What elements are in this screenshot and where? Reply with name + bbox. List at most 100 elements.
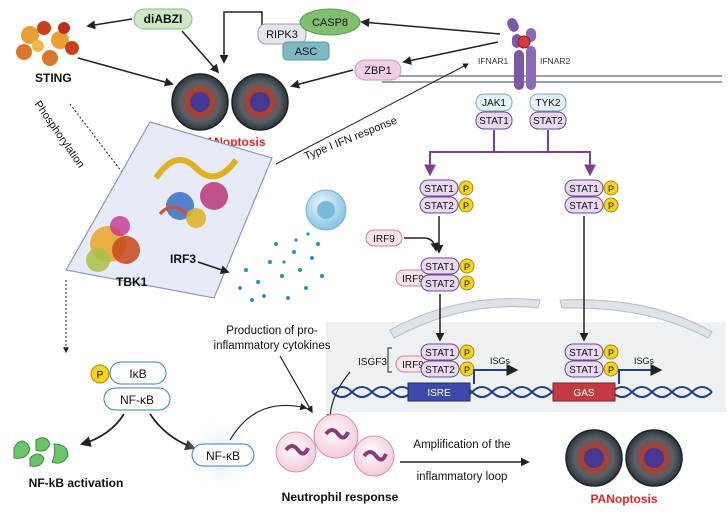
nfkb-complex-box	[103, 387, 171, 411]
stat1-receptor-label: STAT1	[479, 116, 509, 127]
irf9-free-label: IRF9	[373, 234, 395, 245]
irf3-protein-icon	[153, 157, 239, 228]
ifnar1-receptor	[507, 18, 524, 90]
arrow-diabzi-panoptosis	[181, 30, 220, 74]
phospho-badge	[603, 197, 619, 213]
asc-label: ASC	[295, 46, 318, 58]
isgf3-bracket	[387, 347, 392, 373]
phospho-label: P	[464, 348, 470, 358]
ikb-phospho-label: P	[97, 370, 104, 381]
casp8-label: CASP8	[312, 17, 348, 29]
cytokines-label-line2: inflammatory cytokines	[214, 340, 331, 352]
nfkb-free-label: NF-κB	[206, 449, 240, 463]
stat2-dimer-left	[419, 196, 459, 214]
amplification-label-line1: Amplification of the	[413, 439, 510, 451]
nanoparticle-icon	[565, 429, 683, 487]
ikb-label: IκB	[129, 367, 146, 381]
stat2-complex-mid-label: STAT2	[425, 279, 455, 290]
stat1-complex-mid-label: STAT1	[425, 262, 455, 273]
stat1-dimer-right-a-label: STAT1	[569, 184, 599, 195]
stat1-dimer-right-b	[564, 196, 604, 214]
cytokines-label-line1: Production of pro-	[226, 325, 318, 337]
nuclear-envelope-left	[389, 298, 541, 339]
stat1-complex-mid	[420, 257, 460, 275]
irf9-nucleus-label: IRF9	[402, 360, 424, 371]
stat2-nucleus-left-label: STAT2	[425, 365, 455, 376]
asc-box	[282, 41, 330, 61]
stat1-receptor-box	[475, 111, 513, 130]
zbp1-box	[354, 59, 402, 81]
isre-box	[407, 382, 471, 402]
phospho-badge	[459, 344, 475, 360]
arrow-irf9-complex	[404, 237, 440, 252]
dna-helix	[331, 386, 713, 398]
gas-label: GAS	[573, 388, 594, 399]
plasma-membrane	[382, 75, 722, 83]
ifnar1-label: IFNAR1	[478, 56, 509, 66]
stat2-nucleus-left	[420, 360, 460, 378]
arrow-sting-panoptosis	[77, 57, 174, 87]
phospho-badge	[459, 275, 475, 291]
zbp1-label: ZBP1	[364, 65, 392, 77]
phospho-label: P	[608, 201, 614, 211]
ikb-phospho-badge	[90, 364, 110, 384]
arrow-diabzi-sting	[86, 18, 133, 30]
gas-box	[552, 382, 616, 402]
nanoparticle-icon	[171, 73, 289, 131]
nuclear-envelope-right	[559, 299, 713, 339]
stat1-nucleus-right-b-label: STAT1	[569, 365, 599, 376]
tyk2-label: TYK2	[535, 98, 560, 109]
stat1-nucleus-left-label: STAT1	[425, 348, 455, 359]
ripk3-box	[257, 23, 307, 45]
isre-label: ISRE	[427, 388, 451, 399]
stat2-receptor-label: STAT2	[533, 116, 563, 127]
tbk1-label: TBK1	[116, 275, 148, 289]
jak1-box	[475, 93, 513, 112]
phospho-badge	[603, 344, 619, 360]
panoptosis-bottom-label: PANoptosis	[590, 492, 657, 506]
phospho-label: P	[463, 184, 469, 194]
phospho-label: P	[608, 184, 614, 194]
stat1-nucleus-right-b	[564, 360, 604, 378]
phospho-label: P	[464, 279, 470, 289]
stat1-dimer-right-b-label: STAT1	[569, 201, 599, 212]
phospho-label: P	[608, 365, 614, 375]
irf9-complex-mid-label: IRF9	[402, 274, 424, 285]
nfkb-complex-label: NF-κB	[120, 393, 154, 407]
arrow-irf3-cytokines	[197, 261, 230, 274]
irf9-free-box	[365, 229, 403, 247]
nfkb-activation-label: NF-kB activation	[29, 476, 124, 490]
stat2-complex-mid	[420, 274, 460, 292]
phospho-badge	[458, 197, 474, 213]
arrow-ifnar-casp8	[360, 18, 501, 35]
isgf3-label: ISGF3	[358, 357, 387, 368]
stat1-nucleus-right-a	[564, 343, 604, 361]
stat1-dimer-left	[419, 179, 459, 197]
isgs-label-right: ISGs	[634, 356, 655, 366]
arrow-ifnar-zbp1	[402, 41, 499, 65]
stat2-receptor-box	[529, 111, 567, 130]
tyk2-box	[529, 93, 567, 112]
ifnar2-label: IFNAR2	[540, 56, 571, 66]
cytokine-dots	[238, 232, 324, 302]
ifn-ligand	[517, 35, 531, 49]
arrow-zbp1-panoptosis	[290, 69, 354, 89]
nfkb-vesicles-icon	[13, 437, 69, 467]
phospho-label: P	[608, 348, 614, 358]
phospho-badge	[603, 180, 619, 196]
phospho-badge	[458, 180, 474, 196]
phosphorylation-label: Phosphorylation	[32, 99, 87, 171]
sting-protein-icon	[16, 21, 79, 66]
promoter-arrow-icon	[473, 364, 519, 384]
arrow-nfkb-vesicles	[79, 413, 125, 447]
nfkb-free-box	[191, 443, 255, 467]
casp8-box	[299, 8, 361, 36]
arrow-nfkb-neutrophil	[229, 403, 308, 441]
stat1-dimer-left-label: STAT1	[424, 184, 454, 195]
isgs-label-left: ISGs	[490, 356, 511, 366]
tbk1-protein-icon	[86, 216, 140, 272]
phospho-label: P	[464, 262, 470, 272]
arrow-cytokines-neutrophil	[279, 355, 313, 414]
sting-label: STING	[35, 71, 72, 85]
